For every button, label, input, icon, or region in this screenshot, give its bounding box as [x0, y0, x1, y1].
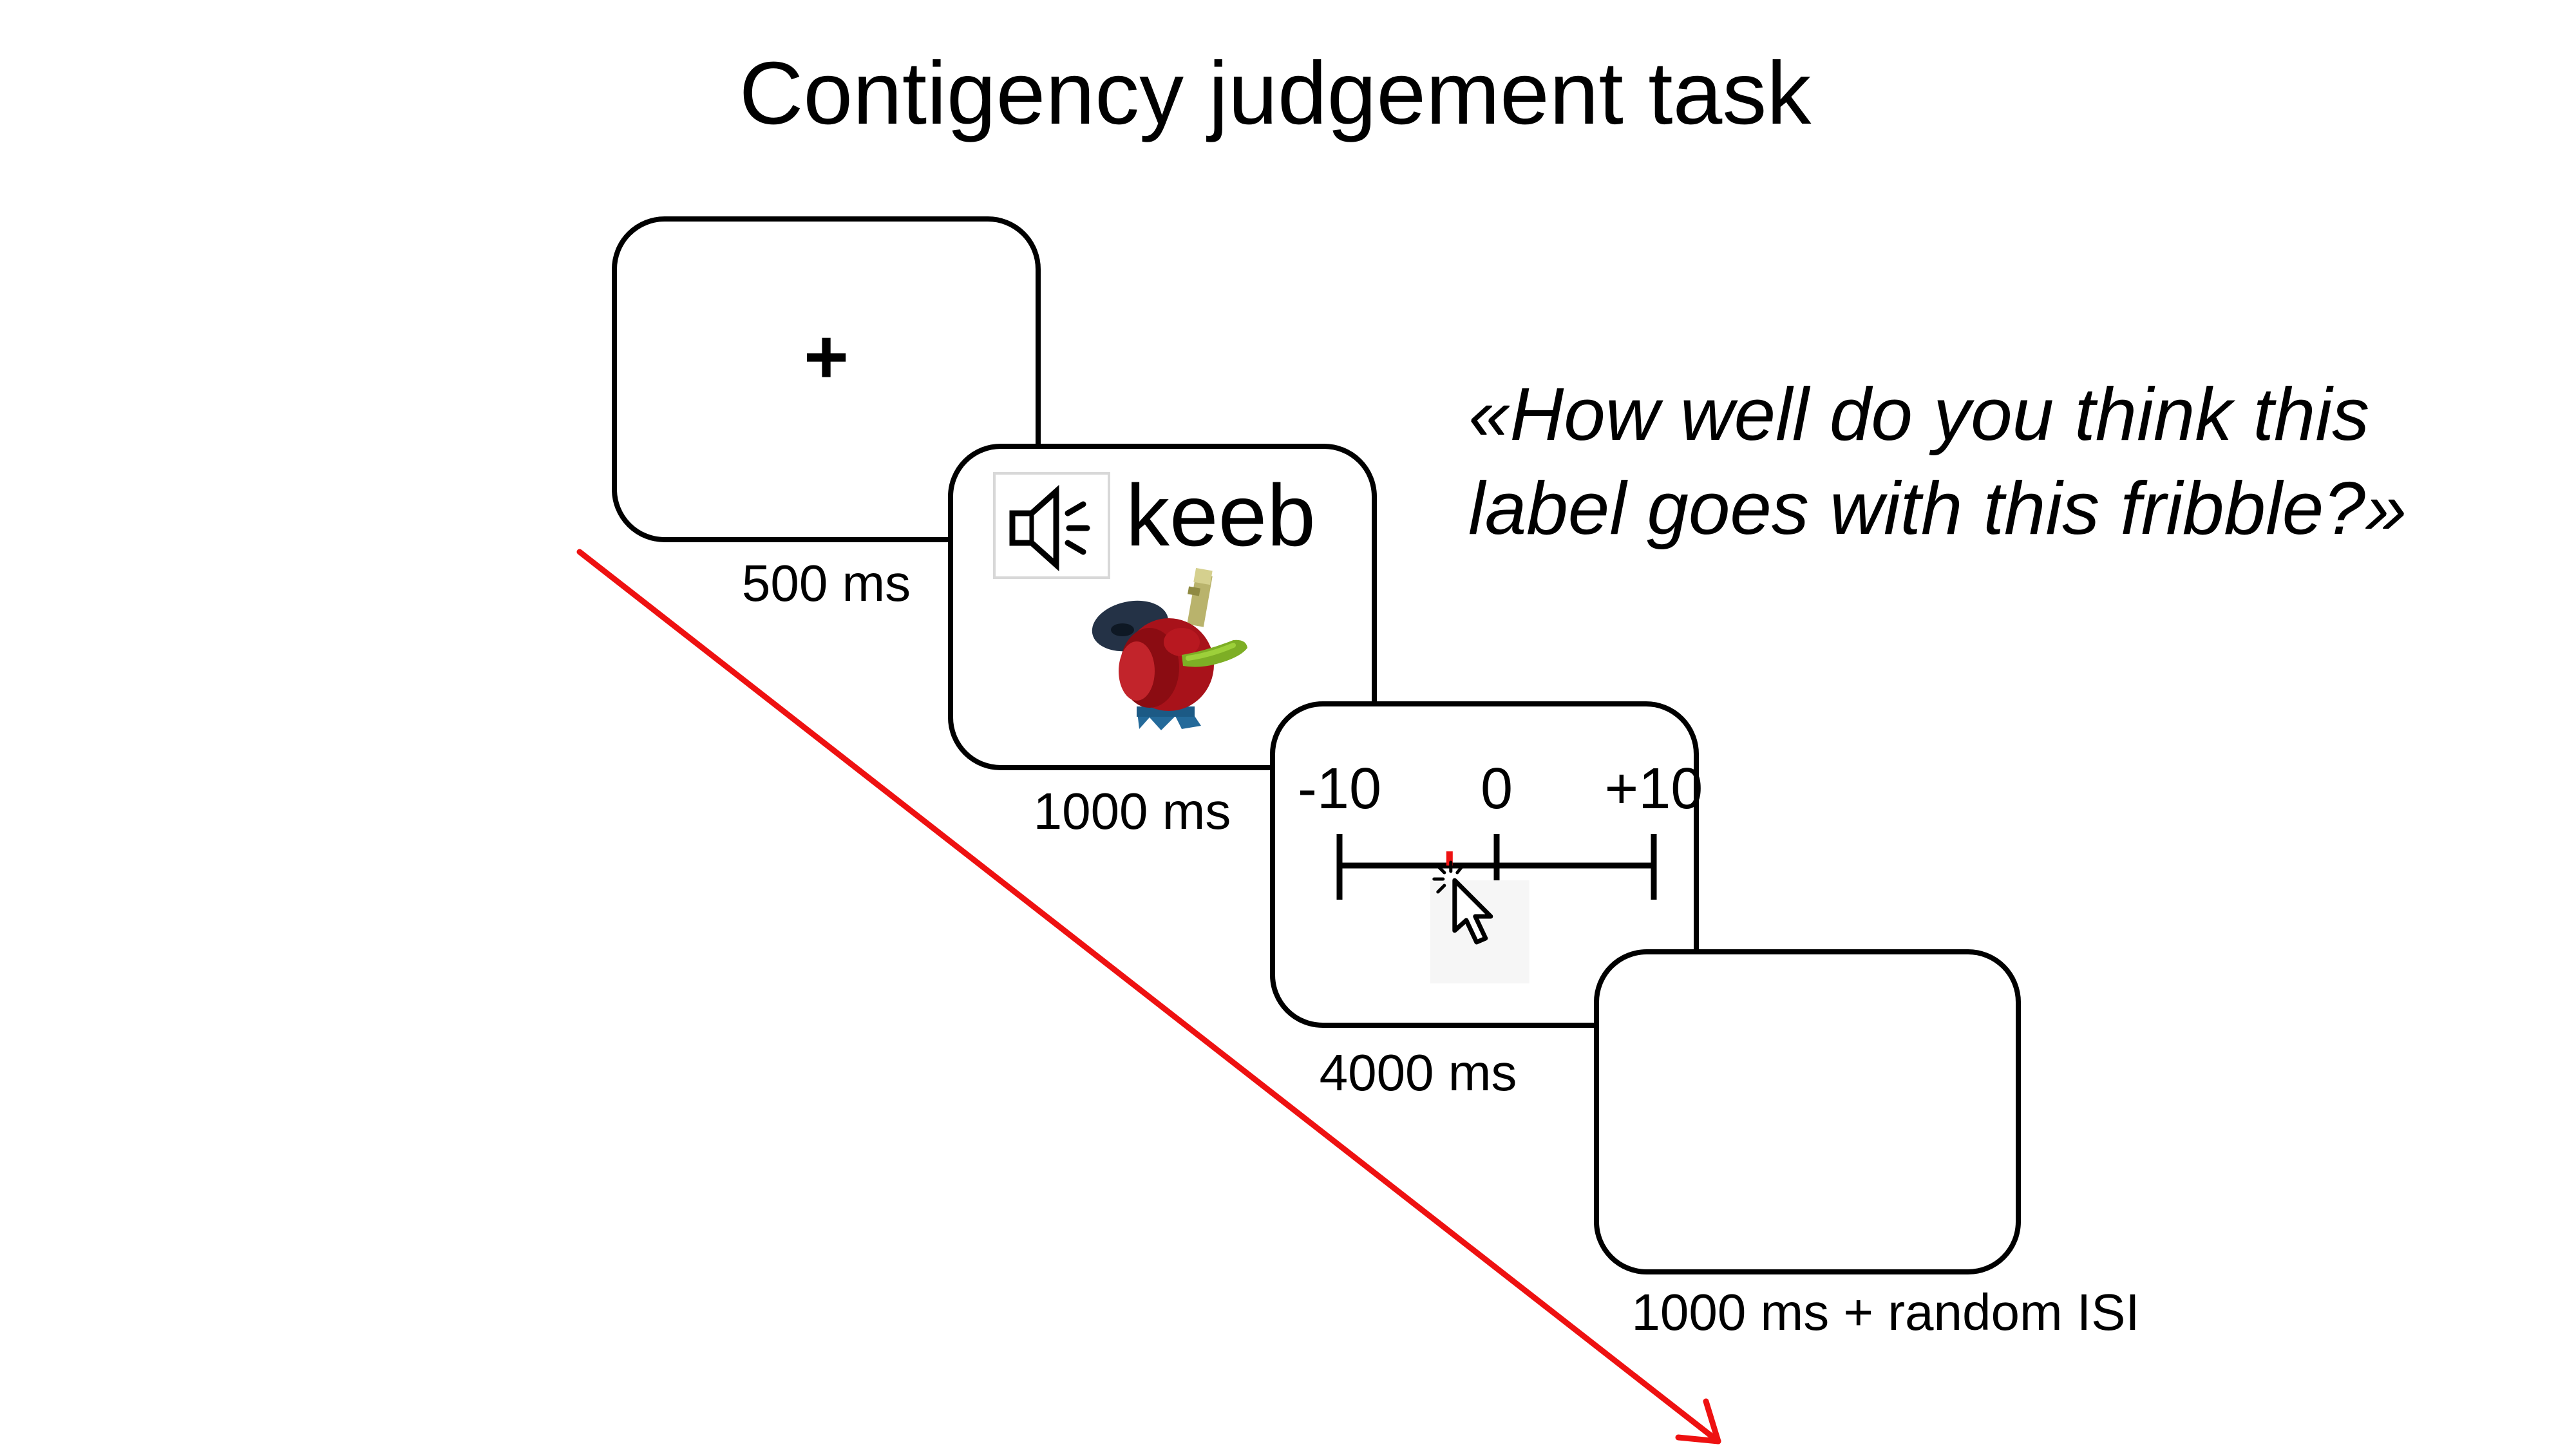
- fixation-cross: +: [803, 314, 849, 400]
- question-line-1: «How well do you think this: [1468, 372, 2370, 456]
- rating-question: «How well do you think this label goes w…: [1468, 367, 2407, 555]
- speaker-icon-frame: [993, 472, 1110, 579]
- stimulus-screen: keeb: [948, 444, 1377, 770]
- fribble-image: [1092, 568, 1247, 730]
- blank-duration: 1000 ms + random ISI: [1631, 1283, 2140, 1341]
- fixation-duration: 500 ms: [741, 554, 911, 612]
- word-label: keeb: [1126, 466, 1316, 564]
- stimulus-duration: 1000 ms: [1033, 782, 1231, 840]
- scale-min-label: -10: [1297, 757, 1382, 821]
- blank-screen: [1594, 949, 2021, 1274]
- question-line-2: label goes with this fribble?»: [1468, 466, 2407, 550]
- scale-mid-label: 0: [1480, 757, 1513, 821]
- cursor-click-icon: [1430, 860, 1530, 983]
- rating-scale[interactable]: [1275, 706, 1694, 1022]
- speaker-icon: [1009, 484, 1090, 572]
- scale-max-label: +10: [1604, 757, 1703, 821]
- figure-title: Contigency judgement task: [739, 44, 1812, 143]
- rating-duration: 4000 ms: [1319, 1044, 1517, 1101]
